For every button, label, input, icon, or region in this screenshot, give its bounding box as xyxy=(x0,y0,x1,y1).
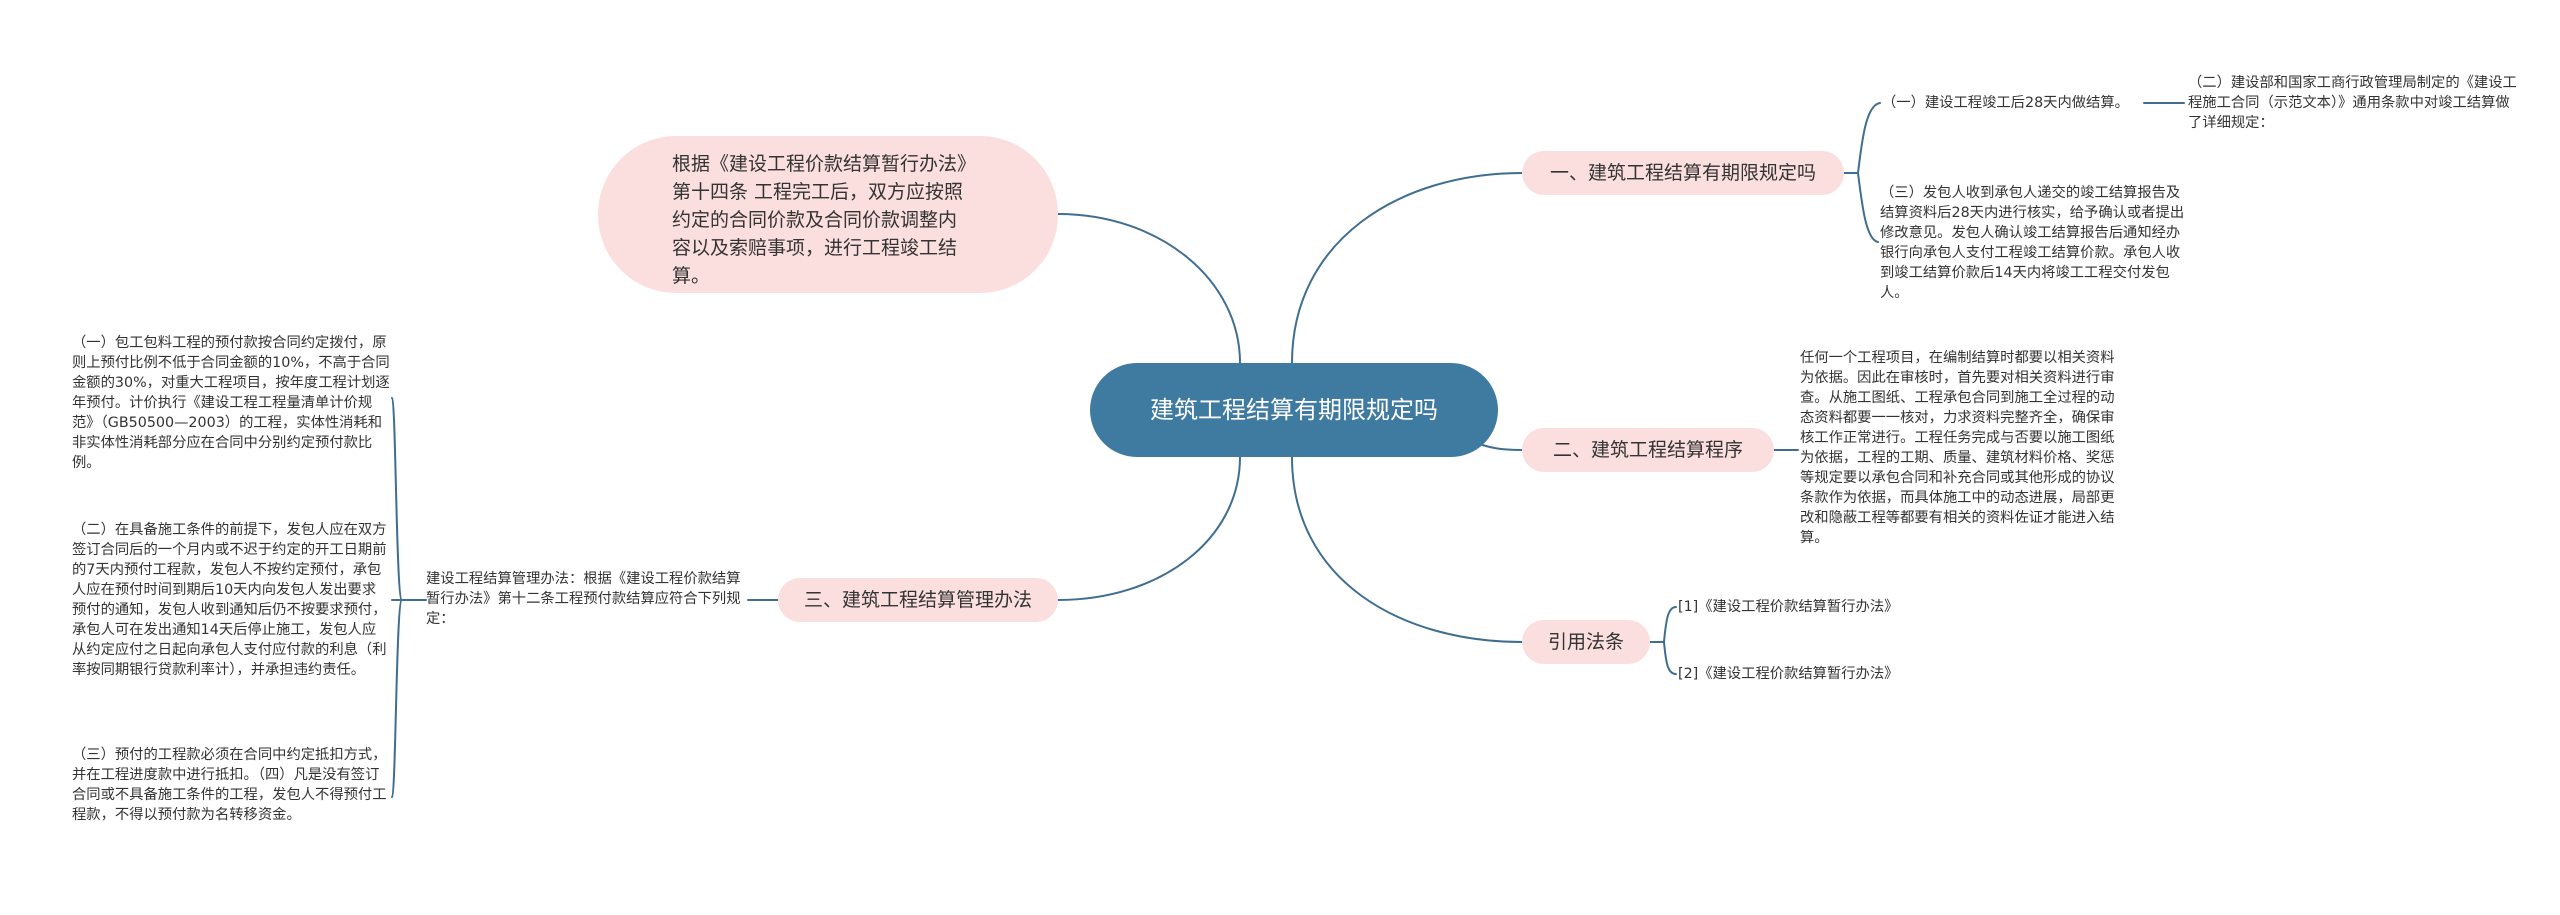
link-root-b1 xyxy=(1291,172,1523,364)
branch-node-4[interactable]: 三、建筑工程结算管理办法 xyxy=(778,578,1058,622)
reference-2[interactable]: [2]《建设工程价款结算暂行办法》 xyxy=(1678,666,1899,682)
branch-node-2-label: 二、建筑工程结算程序 xyxy=(1552,439,1743,461)
link-root-b4 xyxy=(1057,456,1241,601)
summary-bubble[interactable]: 根据《建设工程价款结算暂行办法》第十四条 工程完工后，双方应按照约定的合同价款及… xyxy=(598,136,1058,293)
b1-item1-note[interactable]: （一）建设工程竣工后28天内做结算。 xyxy=(1882,95,2129,111)
link-b1-item1 xyxy=(1857,102,1881,174)
link-b3-ref2 xyxy=(1663,641,1677,675)
branch-node-1-label: 一、建筑工程结算有期限规定吗 xyxy=(1549,162,1816,184)
branch-node-3[interactable]: 引用法条 xyxy=(1522,620,1650,664)
b4-item3-note[interactable]: （三）预付的工程款必须在合同中约定抵扣方式，并在工程进度款中进行抵扣。（四）凡是… xyxy=(72,747,387,823)
b1-item3-note[interactable]: （三）发包人收到承包人递交的竣工结算报告及结算资料后28天内进行核实，给予确认或… xyxy=(1880,185,2185,301)
branch-node-1[interactable]: 一、建筑工程结算有期限规定吗 xyxy=(1522,151,1844,195)
b4-item1-note[interactable]: （一）包工包料工程的预付款按合同约定拨付，原则上预付比例不低于合同金额的10%，… xyxy=(72,335,390,471)
reference-1[interactable]: [1]《建设工程价款结算暂行办法》 xyxy=(1678,599,1899,615)
summary-bubble-text: 根据《建设工程价款结算暂行办法》第十四条 工程完工后，双方应按照约定的合同价款及… xyxy=(672,153,967,287)
link-b3-ref1 xyxy=(1663,606,1677,643)
b4-item2-note[interactable]: （二）在具备施工条件的前提下，发包人应在双方签订合同后的一个月内或不迟于约定的开… xyxy=(72,522,387,678)
branch-node-4-label: 三、建筑工程结算管理办法 xyxy=(803,589,1032,611)
link-root-bubble xyxy=(1057,213,1241,364)
b4-text-note[interactable]: 建设工程结算管理办法：根据《建设工程价款结算暂行办法》第十二条工程预付款结算应符… xyxy=(426,571,741,627)
root-topic-label: 建筑工程结算有期限规定吗 xyxy=(1150,396,1438,424)
link-root-b3 xyxy=(1291,456,1523,643)
root-topic[interactable]: 建筑工程结算有期限规定吗 xyxy=(1090,363,1498,457)
link-b1-item3 xyxy=(1857,172,1879,243)
link-b4-item3 xyxy=(391,599,407,798)
link-b4-item1 xyxy=(391,397,407,601)
b2-text-note[interactable]: 任何一个工程项目，在编制结算时都要以相关资料为依据。因此在审核时，首先要对相关资… xyxy=(1800,350,2115,546)
b1-item1-child-note[interactable]: （二）建设部和国家工商行政管理局制定的《建设工程施工合同（示范文本）》通用条款中… xyxy=(2188,75,2517,131)
branch-node-3-label: 引用法条 xyxy=(1547,631,1624,653)
branch-node-2[interactable]: 二、建筑工程结算程序 xyxy=(1522,428,1774,472)
